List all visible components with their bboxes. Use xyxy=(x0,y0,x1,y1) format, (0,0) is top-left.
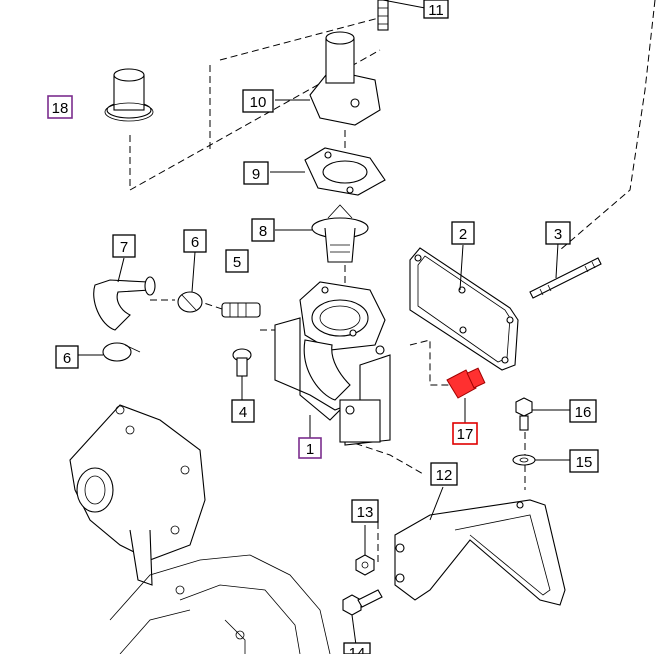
part-8-thermostat xyxy=(275,204,369,263)
part-4-bolt xyxy=(232,348,252,400)
callout-9: 9 xyxy=(243,161,269,185)
callout-3: 3 xyxy=(545,221,571,245)
callout-6-upper: 6 xyxy=(183,229,207,253)
part-18-cap xyxy=(104,68,154,122)
svg-text:17: 17 xyxy=(457,426,474,443)
svg-text:9: 9 xyxy=(252,166,260,183)
part-13-nut xyxy=(355,525,375,576)
svg-text:15: 15 xyxy=(576,454,593,471)
callout-13: 13 xyxy=(351,499,379,523)
svg-text:12: 12 xyxy=(436,467,453,484)
part-11-bolt xyxy=(377,0,426,31)
part-5-fitting xyxy=(221,302,261,318)
svg-text:4: 4 xyxy=(239,404,247,421)
part-6-clamp-upper xyxy=(177,251,203,313)
svg-text:18: 18 xyxy=(52,100,69,117)
callout-14: 14 xyxy=(343,642,371,654)
callout-17: 17 xyxy=(452,422,478,445)
callout-12: 12 xyxy=(430,462,458,486)
part-6-clamp-lower xyxy=(78,342,141,362)
callout-10: 10 xyxy=(242,89,274,113)
callout-7: 7 xyxy=(112,234,136,258)
svg-text:16: 16 xyxy=(575,404,592,421)
part-12-bracket xyxy=(394,486,566,606)
part-15-washer xyxy=(512,454,570,466)
water-pump-housing xyxy=(69,404,206,586)
part-9-gasket xyxy=(270,147,386,196)
engine-block-partial xyxy=(109,554,331,654)
part-2-gasket-plate xyxy=(409,244,519,371)
part-10-outlet-cover xyxy=(275,31,381,126)
svg-text:13: 13 xyxy=(357,504,374,521)
part-16-bolt xyxy=(515,397,570,431)
part-7-hose xyxy=(93,257,156,331)
svg-text:14: 14 xyxy=(349,645,366,654)
callout-8: 8 xyxy=(251,218,275,242)
callout-18: 18 xyxy=(47,95,73,119)
callout-15: 15 xyxy=(569,449,599,473)
callout-16: 16 xyxy=(569,399,597,423)
svg-text:6: 6 xyxy=(191,234,199,251)
callout-4: 4 xyxy=(231,399,255,423)
callout-1: 1 xyxy=(298,437,322,459)
part-3-stud xyxy=(529,242,602,299)
part-1-thermostat-housing xyxy=(274,281,391,446)
svg-text:3: 3 xyxy=(554,226,562,243)
callout-2: 2 xyxy=(451,221,475,245)
callout-11: 11 xyxy=(423,0,449,19)
callout-6-lower: 6 xyxy=(55,345,79,369)
svg-text:2: 2 xyxy=(459,226,467,243)
svg-text:11: 11 xyxy=(428,2,444,19)
svg-text:5: 5 xyxy=(233,254,241,271)
part-14-bolt xyxy=(342,589,383,646)
svg-text:6: 6 xyxy=(63,350,71,367)
svg-text:1: 1 xyxy=(306,441,314,458)
svg-text:10: 10 xyxy=(250,94,267,111)
svg-text:8: 8 xyxy=(259,223,267,240)
callout-5: 5 xyxy=(225,249,249,273)
dashed-leaders xyxy=(129,0,656,565)
svg-text:7: 7 xyxy=(120,239,128,256)
part-17-temp-sensor xyxy=(446,367,486,423)
